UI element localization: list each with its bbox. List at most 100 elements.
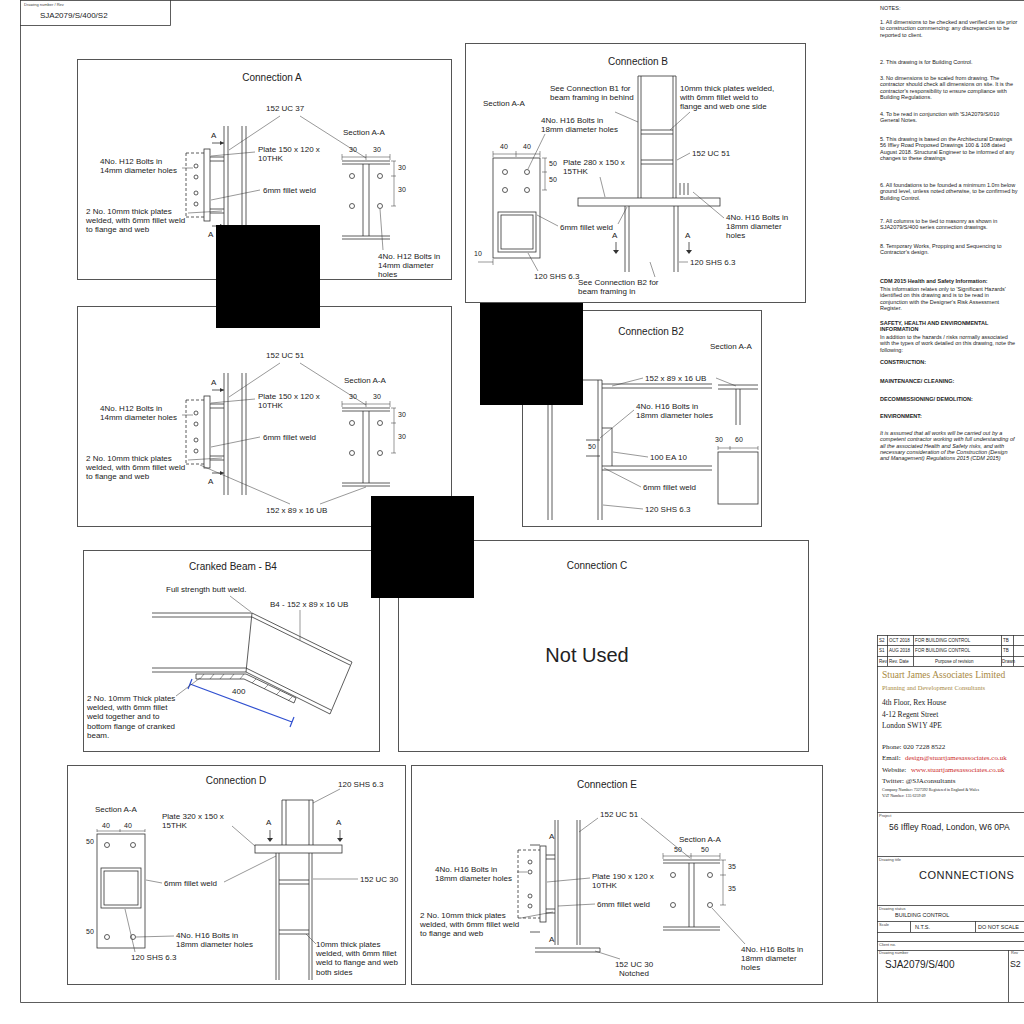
panel-note: Not Used bbox=[545, 644, 628, 667]
note: 1. All dimensions to be checked and veri… bbox=[880, 19, 1018, 38]
note-heading: SAFETY, HEALTH AND ENVIRONMENTAL INFORMA… bbox=[880, 320, 1018, 333]
dimension: 30 bbox=[349, 393, 357, 401]
connection-detail bbox=[517, 818, 745, 959]
member-callout: 120 SHS 6.3 bbox=[338, 780, 383, 789]
connection-detail bbox=[194, 191, 198, 195]
connection-detail bbox=[625, 206, 678, 272]
connection-detail bbox=[342, 154, 396, 206]
plate-callout: 2 No. 10mm Thick plates welded, with 6mm… bbox=[87, 694, 182, 740]
revision-cell: S2 bbox=[879, 638, 885, 643]
title-block-field: Drawing title bbox=[879, 858, 901, 863]
connection-detail bbox=[378, 174, 383, 179]
dimension: 30 bbox=[398, 186, 406, 194]
connection-detail bbox=[498, 212, 536, 252]
dimension: 50 bbox=[86, 838, 94, 846]
redaction-box bbox=[480, 303, 583, 405]
connection-panel: Connection C Not Used bbox=[398, 540, 809, 752]
note: 7. All columns to be tied to masonry as … bbox=[880, 218, 1018, 231]
connection-detail bbox=[279, 880, 309, 934]
connection-detail bbox=[204, 149, 210, 221]
redaction-box bbox=[216, 225, 320, 328]
title-block-field: Rev bbox=[1011, 951, 1018, 956]
drawing-number: SJA2079/S/400 bbox=[885, 959, 955, 971]
cranked-beam-detail bbox=[246, 613, 252, 672]
weld-callout: 6mm fillet weld bbox=[597, 900, 650, 909]
cranked-beam-detail bbox=[152, 596, 352, 727]
dimension: 30 bbox=[398, 164, 406, 172]
panel-heading: Connection C bbox=[567, 560, 628, 572]
panel-heading: Section A-A bbox=[344, 376, 386, 385]
connection-detail bbox=[641, 130, 673, 164]
section-mark: A bbox=[211, 131, 216, 140]
cranked-beam-detail bbox=[246, 613, 352, 714]
connection-detail bbox=[525, 188, 530, 193]
connection-detail bbox=[602, 428, 612, 466]
dimension: 10 bbox=[474, 250, 482, 258]
reference-note: See Connection B1 for beam framing in be… bbox=[550, 84, 634, 102]
connection-detail bbox=[378, 204, 383, 209]
note-heading: DECOMMISSIONING/ DEMOLITION: bbox=[880, 396, 1018, 402]
cranked-beam-detail bbox=[200, 674, 292, 701]
connection-detail bbox=[680, 183, 688, 195]
dimension: 30 bbox=[373, 146, 381, 154]
connection-detail bbox=[182, 363, 396, 495]
connection-detail bbox=[638, 76, 676, 198]
dimension: 30 bbox=[398, 411, 406, 419]
title-block-field: Project bbox=[879, 814, 891, 819]
connection-detail bbox=[718, 446, 758, 450]
redaction-box bbox=[371, 496, 474, 598]
title-block-field: Drawing number bbox=[879, 951, 908, 956]
dimension: 30 bbox=[373, 393, 381, 401]
section-label: Section A-A bbox=[95, 805, 137, 814]
dimension: 40 bbox=[124, 822, 132, 830]
sheet-frame bbox=[877, 635, 878, 1002]
plate-callout: Plate 280 x 150 x 15THK bbox=[563, 158, 635, 176]
note-heading: CONSTRUCTION: bbox=[880, 359, 1018, 365]
member-callout: 120 SHS 6.3 bbox=[534, 272, 579, 281]
revision-header: Rev bbox=[879, 659, 887, 664]
connection-detail bbox=[501, 215, 533, 249]
connection-detail bbox=[478, 151, 547, 265]
dimension: 50 bbox=[674, 846, 682, 854]
note: It is assumed that all works will be car… bbox=[880, 430, 1018, 462]
title-block-field: Scale bbox=[879, 923, 889, 928]
note-heading: MAINTENANCE/ CLEANING: bbox=[880, 378, 1018, 384]
section-mark: A bbox=[685, 231, 690, 240]
section-label: Section A-A bbox=[710, 342, 752, 351]
connection-detail bbox=[528, 112, 724, 277]
section-mark: A bbox=[336, 818, 341, 827]
bolt-callout: 4No. H16 Bolts in 18mm diameter holes bbox=[541, 116, 621, 134]
connection-detail bbox=[535, 948, 600, 952]
connection-detail bbox=[663, 853, 726, 905]
leader-line bbox=[200, 465, 366, 504]
connection-detail bbox=[525, 170, 530, 175]
connection-detail bbox=[182, 116, 366, 213]
connection-detail bbox=[528, 904, 532, 908]
revision-cell: AUG 2018 bbox=[889, 648, 910, 653]
connection-detail bbox=[105, 843, 110, 848]
member-callout: 120 SHS 6.3 bbox=[690, 258, 735, 267]
connection-detail bbox=[548, 378, 758, 520]
company-registration: VAT Number: 135 6259 09 bbox=[882, 794, 925, 799]
member-callout: 152 UC 51 bbox=[266, 351, 304, 360]
connection-detail bbox=[224, 126, 246, 248]
panel-heading: Connection A bbox=[242, 72, 302, 84]
section-label: Section A-A bbox=[483, 99, 525, 108]
section-mark: A bbox=[208, 477, 213, 486]
connection-detail bbox=[708, 903, 713, 908]
connection-detail bbox=[602, 384, 712, 470]
member-callout: 120 SHS 6.3 bbox=[131, 953, 176, 962]
contact-link: www.stuartjamesassociates.co.uk bbox=[911, 766, 1004, 774]
connection-detail bbox=[503, 188, 508, 193]
connection-detail bbox=[255, 845, 342, 853]
leader-line bbox=[380, 209, 383, 250]
plate-callout: 10mm thick plates welded, with 6mm fille… bbox=[680, 84, 780, 112]
dimension: 35 bbox=[728, 863, 736, 871]
contact-line: Phone: 020 7228 8522 bbox=[882, 743, 945, 751]
bolt-callout: 4No. H16 Bolts in 18mm diameter holes bbox=[176, 931, 256, 949]
connection-detail bbox=[718, 385, 758, 425]
weld-callout: 6mm fillet weld bbox=[164, 879, 217, 888]
cranked-beam-detail bbox=[188, 679, 294, 727]
member-callout: 152 x 89 x 16 UB bbox=[266, 506, 327, 515]
